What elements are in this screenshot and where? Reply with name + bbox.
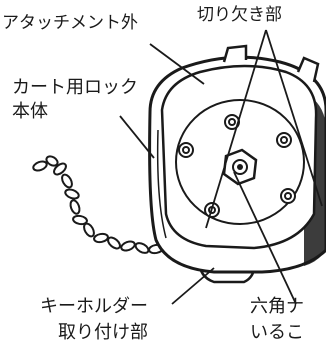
label-notch: 切り欠き部 [197, 5, 282, 25]
label-cart-lock-body: カート用ロック 本体 [12, 76, 138, 124]
label-key-holder-mount-line1: キーホルダー [40, 296, 148, 317]
leader-lines [119, 29, 323, 305]
label-attachment-outer: アタッチメント外 [2, 13, 138, 33]
hex-nut [222, 148, 258, 186]
label-cart-lock-body-line1: カート用ロック [12, 77, 138, 98]
label-key-holder-mount: キーホルダー 取り付け部 [40, 294, 148, 346]
label-hex-nut-line1: 六角ナ [250, 296, 304, 317]
label-hex-nut: 六角ナ いるこ [250, 294, 304, 346]
label-hex-nut-line2: いるこ [250, 322, 304, 343]
label-cart-lock-body-line2: 本体 [12, 101, 48, 122]
bolt-holes [178, 114, 296, 218]
label-key-holder-mount-line2: 取り付け部 [58, 322, 148, 343]
